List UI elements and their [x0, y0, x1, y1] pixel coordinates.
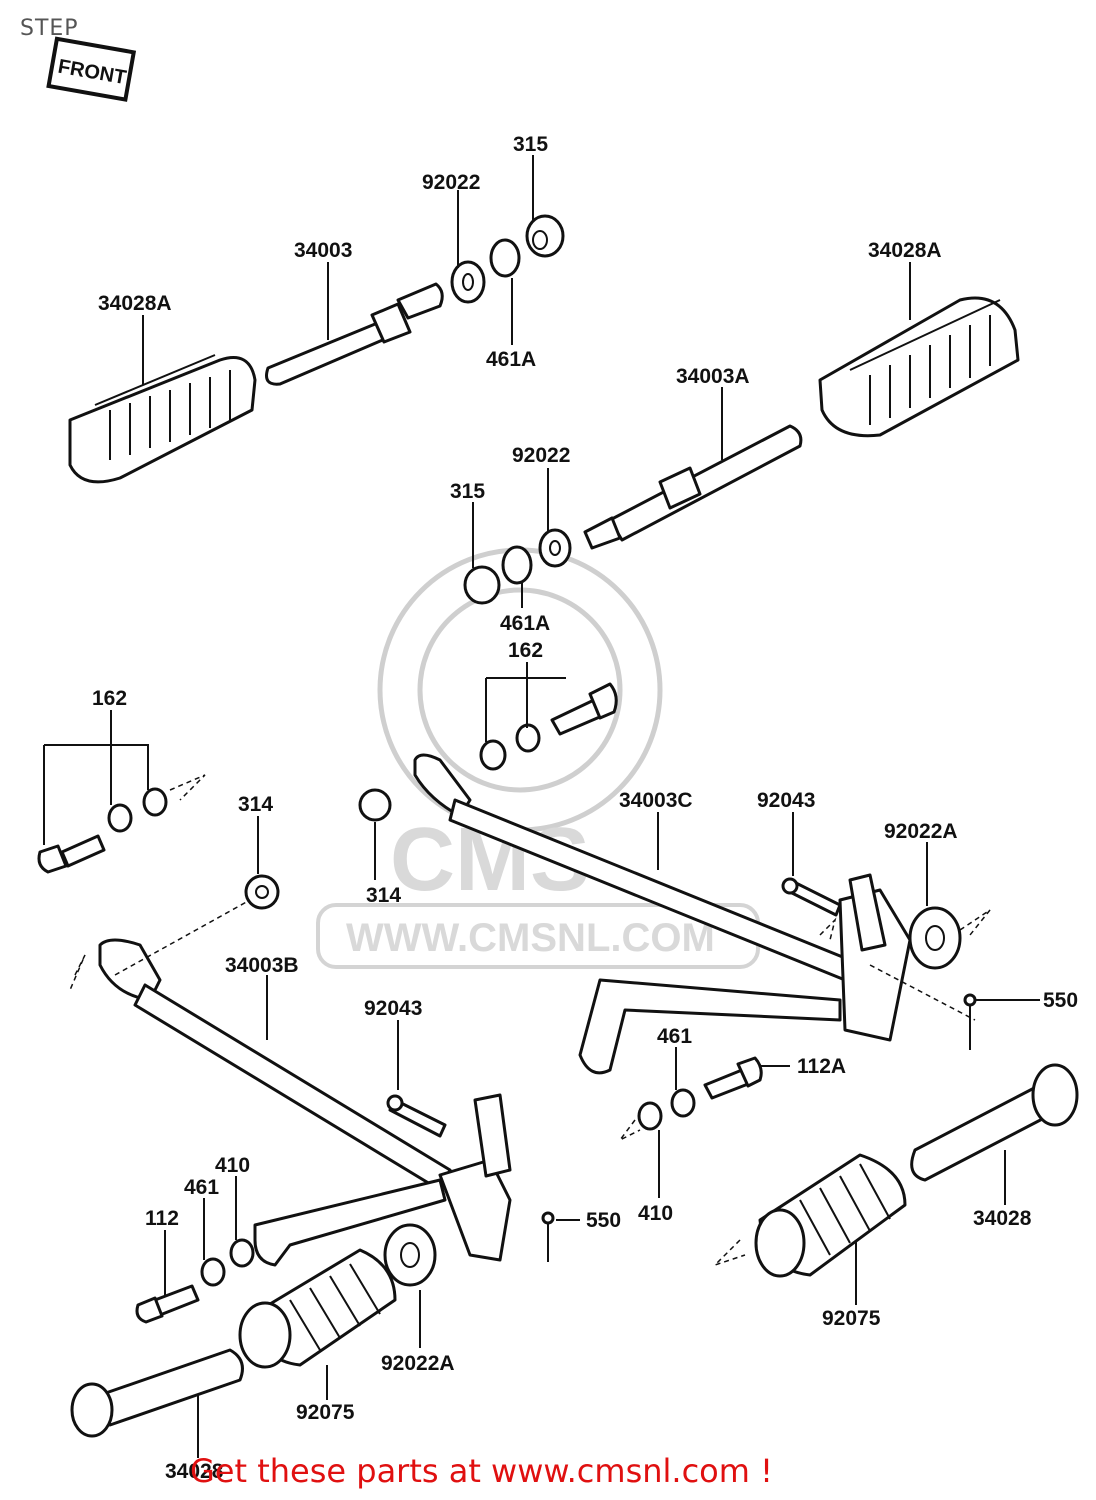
label-34028-left: 34028: [165, 1460, 224, 1483]
washer-92022-mid: [538, 528, 572, 568]
label-410-right: 410: [638, 1202, 673, 1225]
peg-34028-right: [910, 1063, 1079, 1182]
label-34003: 34003: [294, 239, 352, 262]
label-92075-right: 92075: [822, 1307, 881, 1330]
label-112A: 112A: [797, 1055, 846, 1078]
label-92022A-left: 92022A: [381, 1352, 455, 1375]
label-92075-left: 92075: [296, 1401, 355, 1424]
lockwasher-461-right: [670, 1088, 696, 1118]
rubber-92075-right: [754, 1153, 907, 1278]
bracket-34003C: [413, 753, 912, 1075]
washer-92022-top: [450, 260, 486, 304]
nut-314-left: [244, 874, 280, 910]
label-314-mid: 314: [366, 884, 401, 907]
label-315-top: 315: [513, 133, 548, 156]
bolt-162-left: [37, 787, 168, 874]
peg-34028-left: [70, 1348, 244, 1438]
front-badge: FRONT: [46, 36, 137, 102]
washer-410-right: [637, 1101, 663, 1131]
shaft-34003: [265, 282, 444, 386]
label-92022-mid: 92022: [512, 444, 570, 467]
footer-link[interactable]: Get these parts at www.cmsnl.com !: [190, 1452, 773, 1490]
watermark-url: WWW.CMSNL.COM: [346, 916, 715, 960]
cotter-pin-550-right: [963, 993, 977, 1050]
label-34028A-left: 34028A: [98, 292, 172, 315]
label-550-right: 550: [1043, 989, 1078, 1012]
label-92043-left: 92043: [364, 997, 422, 1020]
label-92022-top: 92022: [422, 171, 480, 194]
lockwasher-461-left: [200, 1257, 226, 1287]
label-461A-top: 461A: [486, 348, 536, 371]
label-34028-right: 34028: [973, 1207, 1032, 1230]
label-34003B: 34003B: [225, 954, 299, 977]
lockwasher-461A-mid: [501, 545, 533, 585]
leader-lines: [43, 155, 1040, 1458]
washer-410-left: [229, 1238, 255, 1268]
pin-92043-right: [781, 877, 842, 917]
label-92022A-right: 92022A: [884, 820, 958, 843]
nut-315-top: [525, 214, 565, 258]
nut-315-mid: [463, 565, 501, 605]
bolt-112A: [703, 1056, 763, 1100]
label-162-mid: 162: [508, 639, 543, 662]
label-461A-mid: 461A: [500, 612, 550, 635]
washer-92022A-right: [908, 906, 962, 970]
pin-92043-left: [386, 1094, 447, 1138]
watermark: CMS WWW.CMSNL.COM: [316, 547, 760, 969]
assembly-lines: [69, 774, 991, 1266]
label-550-left: 550: [586, 1209, 621, 1232]
page-title: STEP: [20, 16, 79, 41]
label-315-mid: 315: [450, 480, 485, 503]
label-92043-right: 92043: [757, 789, 815, 812]
bracket-34003B: [98, 938, 512, 1267]
label-34003C: 34003C: [619, 789, 693, 812]
lockwasher-461A-top: [489, 238, 521, 278]
label-112: 112: [145, 1207, 179, 1230]
label-34003A: 34003A: [676, 365, 750, 388]
label-461-left: 461: [184, 1176, 219, 1199]
bolt-112: [135, 1284, 200, 1324]
shaft-34003A: [583, 424, 803, 550]
label-34028A-right: 34028A: [868, 239, 942, 262]
label-162-left: 162: [92, 687, 127, 710]
rubber-92075-left: [238, 1248, 397, 1369]
bolt-162-mid: [479, 682, 618, 771]
label-410-left: 410: [215, 1154, 250, 1177]
footpeg-rubber-right: [818, 296, 1020, 438]
label-461-right: 461: [657, 1025, 692, 1048]
label-314-left: 314: [238, 793, 273, 816]
part-labels: 315 92022 34003 34028A 34028A 461A 34003…: [92, 133, 1078, 1483]
nut-314-mid: [358, 788, 392, 822]
washer-92022A-left: [383, 1223, 437, 1287]
cotter-pin-550-left: [541, 1211, 555, 1262]
footpeg-rubber-left: [68, 354, 257, 484]
